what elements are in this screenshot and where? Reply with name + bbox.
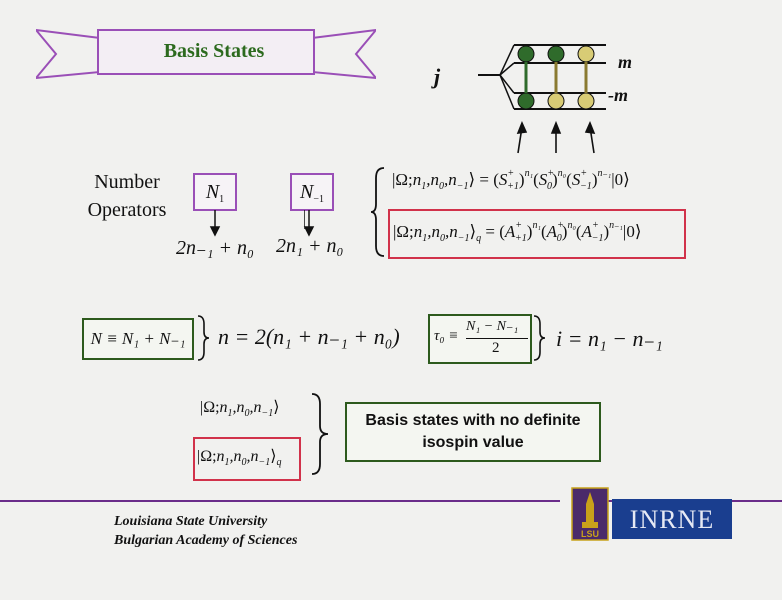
diagram-label-m: m xyxy=(618,52,633,72)
n-definition: n = 2(n₁ + n₋₁ + n₀) xyxy=(218,324,400,349)
operator-arrows xyxy=(209,210,305,237)
footer-affiliations: Louisiana State University Bulgarian Aca… xyxy=(114,512,297,550)
note-box: Basis states with no definite isospin va… xyxy=(345,402,601,462)
result-n1: 2n₋₁ + n₀ xyxy=(176,237,254,259)
brace-i xyxy=(533,315,546,361)
orbital-diagram xyxy=(478,44,606,154)
page-title: Basis States xyxy=(163,40,265,62)
diagram-label-j: j xyxy=(434,64,441,89)
inrne-logo: INRNE xyxy=(612,499,732,539)
operator-nm1-symbol: N xyxy=(300,181,314,203)
basis-state-definition: |Ω;n1,n0,n−1⟩ = (S++1)n₁(S+0)n₀(S+−1)n₋₁… xyxy=(392,168,630,192)
basis-ket: |Ω;n1,n0,n−1⟩ xyxy=(200,399,280,419)
orbital-particle xyxy=(547,92,565,110)
note-line1: Basis states with no definite xyxy=(365,412,581,429)
tau-numerator: N₁ − N₋₁ xyxy=(466,319,519,334)
diagram-label-minus-m: -m xyxy=(608,85,628,105)
operator-nm1-box: N−1 xyxy=(290,173,334,211)
total-number-operator-box: N ≡ N₁ + N₋₁ xyxy=(82,318,194,360)
orbital-particle xyxy=(577,45,595,63)
operator-n1-symbol: N xyxy=(205,181,220,203)
tau-denominator: 2 xyxy=(492,340,500,356)
footer-line-bas: Bulgarian Academy of Sciences xyxy=(114,533,298,548)
number-operators-line1: Number xyxy=(94,171,160,193)
q-basis-ket-box xyxy=(193,437,301,481)
operator-n1-subscript: 1 xyxy=(219,194,225,205)
lsu-logo: LSU xyxy=(570,486,610,542)
orbital-particle xyxy=(547,45,565,63)
operator-n1-box: N1 xyxy=(193,173,237,211)
result-nm1: 2n₁ + n₀ xyxy=(276,235,344,257)
footer-line-lsu: Louisiana State University xyxy=(114,514,268,529)
brace-n xyxy=(197,315,210,361)
definition-brace xyxy=(370,167,385,257)
footer-rule xyxy=(0,500,560,502)
fraction-bar xyxy=(466,338,528,339)
tau-definition-box: τ₀ ≡ N₁ − N₋₁ 2 xyxy=(428,314,532,364)
q-basis-ket: |Ω;n1,n0,n−1⟩q xyxy=(197,448,282,468)
number-operators-label: Number Operators xyxy=(78,168,176,224)
ket-brace xyxy=(311,393,329,475)
q-basis-state-definition: |Ω;n1,n0,n−1⟩q = (A++1)n₁(A+0)n₀(A+−1)n₋… xyxy=(393,220,642,244)
isospin-definition: i = n₁ − n₋₁ xyxy=(556,326,663,351)
orbital-particle xyxy=(577,92,595,110)
operator-arrow-2 xyxy=(303,210,315,237)
q-basis-definition-box xyxy=(388,209,686,259)
lsu-tower-icon: LSU xyxy=(571,487,609,541)
operator-nm1-subscript: −1 xyxy=(313,194,324,205)
title-ribbon xyxy=(36,28,376,80)
number-operators-line2: Operators xyxy=(87,199,167,221)
tau-lhs: τ₀ ≡ xyxy=(434,328,459,344)
note-line2: isospin value xyxy=(422,434,524,451)
orbital-particle xyxy=(517,92,535,110)
orbital-particle xyxy=(517,45,535,63)
lsu-logo-text: LSU xyxy=(581,529,599,539)
